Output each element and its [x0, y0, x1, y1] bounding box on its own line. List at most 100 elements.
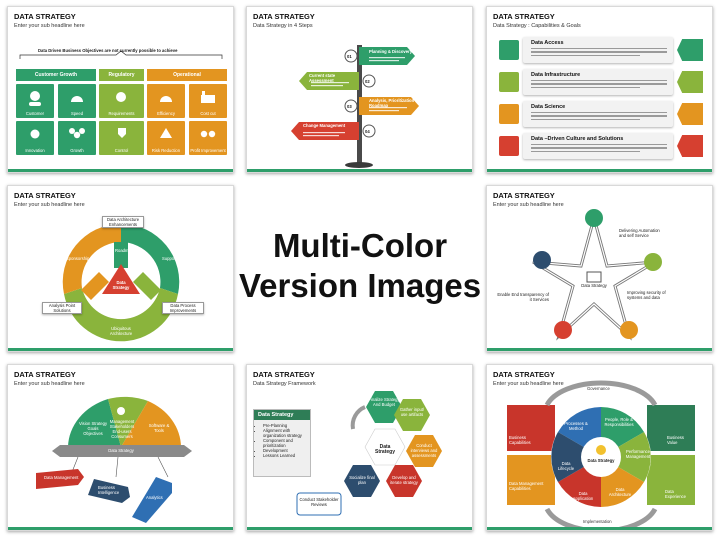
hex-socialize: [344, 465, 380, 497]
arc-label: Roadmap: [115, 248, 134, 253]
ring-segment-green: [121, 223, 180, 294]
hex-label: Develop and iterate strategy: [390, 475, 418, 485]
banner-bracket: [19, 50, 223, 59]
tile-label: Innovation: [25, 148, 45, 153]
tile-label: Cost cut: [200, 111, 216, 116]
step-num-2: 02: [365, 79, 370, 84]
tile-label: Requirements: [108, 111, 135, 116]
spoke-green: [114, 242, 128, 268]
hex-develop: [386, 465, 422, 497]
ring-segment-lightgreen: [64, 288, 178, 342]
framework-bullet: Lessons Learned: [263, 453, 310, 458]
thumb-slide-framework[interactable]: DATA STRATEGY Data Strategy Framework Da…: [246, 364, 473, 531]
corner-label: Business Capabilities: [509, 435, 531, 445]
column-header-operational: Operational: [147, 69, 227, 81]
slide-subheadline: Data Strategy Framework: [253, 381, 316, 387]
tag-label: Analytics: [146, 495, 163, 500]
factory-icon: [201, 91, 215, 103]
tile-label: Control: [114, 148, 129, 153]
star-center-label: Data Strategy: [581, 283, 607, 288]
slide-subheadline: Data Strategy : Capabilities & Goals: [493, 23, 581, 29]
arc-label-implementation: Implementation: [583, 519, 612, 524]
thumb-slide-cycle[interactable]: DATA STRATEGY Enter your sub headline he…: [7, 185, 234, 352]
capability-row-science: Data Science: [523, 101, 673, 127]
box-analysis: Analysis Point Solutions: [42, 302, 82, 314]
tile-icons: [29, 91, 216, 139]
thumb-slide-star[interactable]: DATA STRATEGY Enter your sub headline he…: [486, 185, 713, 352]
cycle-arrow: [350, 405, 366, 430]
hex-label: Gather input/ use artifacts: [399, 407, 425, 417]
slide-subheadline: Enter your sub headline here: [14, 202, 85, 208]
center-heading-line2: Version Images: [238, 267, 482, 304]
objectives-banner: Data Driven Business Objectives are not …: [38, 48, 178, 53]
tile-label: Growth: [70, 148, 84, 153]
framework-panel: Data Strategy Pre-Planning Alignment wit…: [253, 409, 311, 477]
hex-cycle-graphic: [296, 391, 442, 516]
framework-panel-title: Data Strategy: [254, 410, 310, 420]
spoke-lightgreen: [133, 272, 161, 300]
top-arc: [544, 380, 658, 407]
slide-title: DATA STRATEGY: [14, 191, 76, 200]
slide-subheadline: Data Strategy in 4 Steps: [253, 23, 313, 29]
review-box: [296, 492, 342, 516]
capability-row-access: Data Access: [523, 37, 673, 63]
ring-segment-orange: [62, 223, 121, 294]
slide-subheadline: Enter your sub headline here: [14, 23, 85, 29]
slide-title: DATA STRATEGY: [493, 191, 555, 200]
thumb-slide-4-steps[interactable]: DATA STRATEGY Data Strategy in 4 Steps 0…: [246, 6, 473, 173]
star-graphic: [532, 209, 662, 341]
tile-label: Profit Improvement: [190, 148, 226, 153]
lightbulb-icon: [596, 445, 606, 455]
step-badge-4: [362, 124, 376, 138]
corner-data-management: [507, 455, 555, 505]
hex-center-label: Data Strategy: [374, 444, 395, 455]
wheel-center-label: Data Strategy: [587, 458, 615, 463]
corner-business-capabilities: [507, 405, 555, 451]
step-label-2: Current state Assessment: [309, 73, 336, 83]
wheel-center: [581, 437, 621, 477]
dome-bar-label: Data Strategy: [108, 448, 134, 453]
slide-title: DATA STRATEGY: [253, 12, 315, 21]
speed-icon: [71, 96, 83, 102]
magnifier-icon: [677, 103, 703, 125]
binoculars-icon: [200, 130, 216, 138]
gauge-icon: [160, 96, 172, 102]
chat-icon: [677, 135, 703, 157]
thumb-slide-objectives[interactable]: DATA STRATEGY Enter your sub headline he…: [7, 6, 234, 173]
thumb-slide-dome[interactable]: DATA STRATEGY Enter your sub headline he…: [7, 364, 234, 531]
slide-subheadline: Enter your sub headline here: [14, 381, 85, 387]
hex-gather: [394, 399, 430, 431]
chart-icon: [533, 251, 551, 269]
tag-label: Business Intelligence: [98, 485, 120, 495]
step-num-3: 03: [347, 104, 352, 109]
database-icon: [677, 39, 703, 61]
slide-subheadline: Enter your sub headline here: [493, 202, 564, 208]
cloud-icon: [585, 209, 603, 227]
tile-label: Efficiency: [157, 111, 175, 116]
wheel-label: Data Application: [572, 491, 594, 501]
step-num-1: 01: [347, 54, 352, 59]
shield-icon: [620, 321, 638, 339]
governance-graphic: [507, 380, 695, 530]
box-architecture: Data Architecture Enhancements: [102, 216, 144, 228]
slide-subheadline: Enter your sub headline here: [493, 381, 564, 387]
row-bullets: [499, 40, 519, 156]
hex-label: Socialize final plan: [349, 475, 375, 485]
slide-title: DATA STRATEGY: [14, 370, 76, 379]
thumb-slide-capabilities[interactable]: DATA STRATEGY Data Strategy : Capabiliti…: [486, 6, 713, 173]
box-process: Data Process Improvements: [162, 302, 204, 314]
phone-icon: [554, 321, 572, 339]
thumb-slide-governance[interactable]: DATA STRATEGY Enter your sub headline he…: [486, 364, 713, 531]
step-label-3: Analysis, Prioritization Roadmap: [369, 98, 415, 108]
bottom-arc: [544, 507, 658, 530]
step-label-1: Planning & Discovery: [369, 49, 413, 54]
tag-string: [69, 456, 169, 478]
wheel-label: Processes & Method: [564, 421, 588, 431]
dome-label-management: Management Stakeholders End-users Consum…: [109, 419, 135, 439]
step-num-4: 04: [365, 129, 370, 134]
arc-label-governance: Governance: [587, 386, 610, 391]
settings-icon: [644, 253, 662, 271]
column-header-regulatory: Regulatory: [99, 69, 144, 81]
step-label-4: Change Management: [303, 123, 346, 128]
slide-title: DATA STRATEGY: [493, 370, 555, 379]
